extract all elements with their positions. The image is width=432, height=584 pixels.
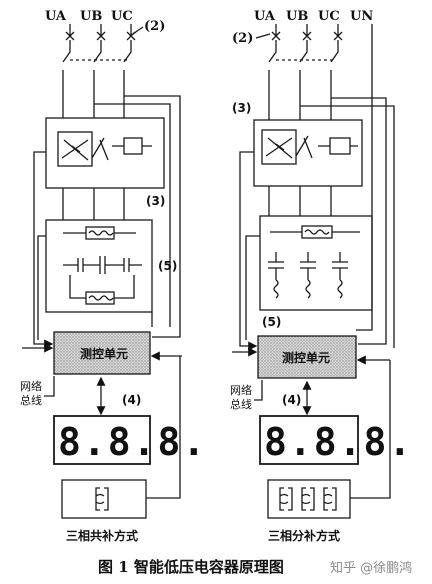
control-unit-label: 测控单元 bbox=[80, 346, 128, 361]
marker-3-r: (3) bbox=[232, 101, 251, 115]
display-digits: 8.8.8. bbox=[58, 420, 207, 464]
capacitor-module-r bbox=[259, 215, 373, 311]
current-transformer-r bbox=[267, 479, 351, 519]
marker-2: (2) bbox=[144, 19, 165, 34]
marker-2-r: (2) bbox=[232, 31, 253, 46]
control-unit-r bbox=[257, 335, 357, 379]
digital-display-r bbox=[259, 415, 359, 465]
phase-label-un-r: UN bbox=[350, 9, 373, 24]
control-unit bbox=[53, 331, 151, 375]
resistor-top bbox=[85, 226, 115, 240]
relay-coil bbox=[123, 137, 143, 155]
relay-coil-r bbox=[329, 137, 351, 155]
digital-display bbox=[53, 415, 151, 465]
resistor-bottom bbox=[85, 291, 115, 305]
phase-label-uc: UC bbox=[111, 9, 133, 24]
display-digits-r: 8.8.8. bbox=[264, 420, 413, 464]
network-label-1: 网络 bbox=[20, 379, 42, 393]
figure-caption: 图 1 智能低压电容器原理图 bbox=[98, 558, 284, 576]
breaker-group bbox=[62, 24, 136, 118]
switch-module-r bbox=[253, 119, 363, 187]
network-label-2: 总线 bbox=[20, 393, 42, 407]
watermark: 知乎 @徐鹏鸿 bbox=[330, 560, 412, 576]
left-diagram-common-compensation: UA UB UC (2) (3) (5) bbox=[20, 9, 207, 543]
switch-module bbox=[45, 117, 165, 189]
control-unit-label-r: 测控单元 bbox=[282, 350, 330, 365]
mode-caption-left: 三相共补方式 bbox=[66, 528, 138, 543]
capacitor-module bbox=[45, 219, 153, 313]
phase-label-ua-r: UA bbox=[254, 9, 276, 24]
thyristor-cell bbox=[57, 131, 93, 167]
network-label-1-r: 网络 bbox=[230, 383, 252, 397]
right-diagram-split-compensation: UA UB UC UN (2) (3) (5) bbox=[230, 9, 413, 543]
marker-3: (3) bbox=[146, 194, 165, 208]
thyristor-cell-r bbox=[261, 129, 297, 165]
current-transformer bbox=[61, 479, 147, 519]
phase-label-ub: UB bbox=[80, 9, 102, 24]
mode-caption-right: 三相分补方式 bbox=[268, 528, 340, 543]
marker-5-r: (5) bbox=[262, 315, 281, 329]
phase-label-ua: UA bbox=[45, 9, 67, 24]
phase-label-uc-r: UC bbox=[318, 9, 340, 24]
marker-5: (5) bbox=[158, 259, 177, 273]
breaker-group-r bbox=[268, 24, 373, 331]
marker-4-r: (4) bbox=[282, 393, 301, 407]
marker-4: (4) bbox=[122, 393, 141, 407]
network-label-2-r: 总线 bbox=[230, 397, 252, 411]
phase-label-ub-r: UB bbox=[286, 9, 308, 24]
